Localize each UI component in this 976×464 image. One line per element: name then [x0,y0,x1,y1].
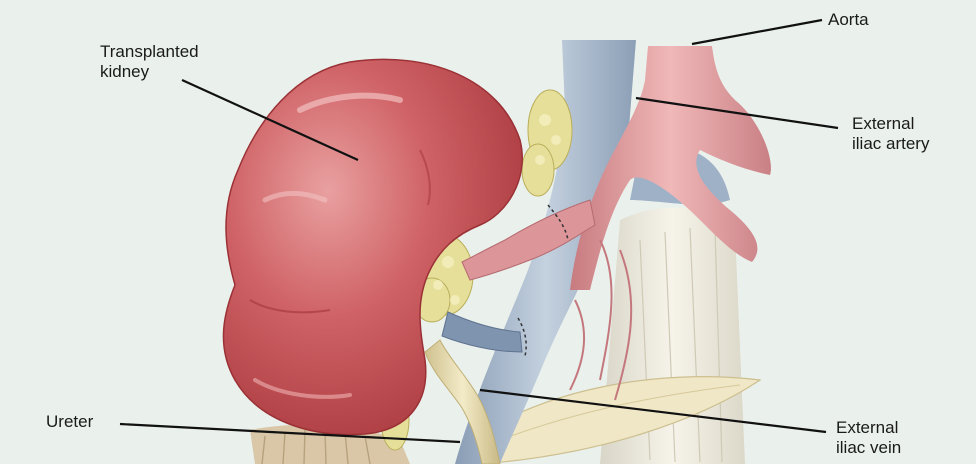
label-aorta: Aorta [828,10,869,30]
label-external-iliac-artery: External iliac artery [852,114,929,154]
leader-line-aorta [692,20,822,44]
label-ureter: Ureter [46,412,93,432]
transplanted-kidney [223,59,522,434]
label-transplanted-kidney: Transplanted kidney [100,42,199,82]
label-external-iliac-vein: External iliac vein [836,418,901,458]
